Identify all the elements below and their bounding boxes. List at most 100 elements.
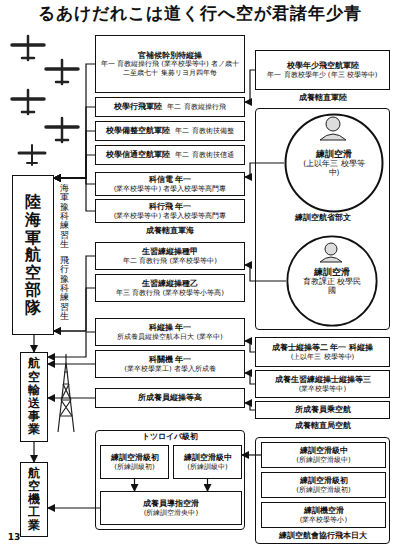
box-body: (上以年三 校學等中) bbox=[259, 353, 386, 361]
vertical-box-text: 航空機工業 bbox=[28, 467, 40, 533]
label-slot: 13 bbox=[4, 532, 24, 543]
vertical-label: 飛行豫科練習生 bbox=[60, 256, 69, 321]
group-frame: トツロイパ級初練訓空滑級初(所練訓級初)練訓空滑級中(所練訓級中)成養員導指空滑… bbox=[95, 430, 245, 530]
circle-heading: 練訓空滑 bbox=[316, 149, 352, 160]
group-label: 成養轄直局空航 bbox=[255, 421, 390, 431]
school-box: 生習練縦操種甲年二 育教行飛 (業卒校學等中) bbox=[95, 242, 245, 270]
school-box: 校學行飛軍陸年二 育教縦操行飛 bbox=[95, 97, 245, 117]
box-body: 年一 育教縦操行飛 (業卒校學等中) 者ノ歳十二至歳七十 集募リヨ月四年每 bbox=[99, 60, 241, 77]
school-box: 科縦操 年一所成養員縦操空航本日大 (業卒中) bbox=[95, 318, 245, 346]
connector-arrow bbox=[48, 507, 100, 508]
destination-box: 陸海軍航空部隊 bbox=[12, 175, 54, 335]
circle-heading: 練訓空滑 bbox=[314, 267, 350, 278]
school-box: 所成養員縦操等高 bbox=[95, 388, 245, 408]
school-box: 所成養員乘空航 bbox=[255, 401, 390, 419]
school-box: 科行飛 年一(業卒校學等中) 者學入校學等高門專 bbox=[95, 199, 245, 223]
box-body: 年二 育教縦操行飛 bbox=[167, 103, 225, 111]
school-box: 官補候幹別特縦操年一 育教縦操行飛 (業卒校學等中) 者ノ歳十二至歳七十 集募リ… bbox=[95, 35, 245, 93]
frame-heading: 練訓空航會協行飛本日大 bbox=[256, 531, 389, 541]
box-heading: 成養員導指空滑 bbox=[104, 499, 238, 509]
school-box: 練訓空滑級中(所練訓級中) bbox=[173, 445, 242, 479]
school-box: 練訓空滑級中(所練訓空滑級中) bbox=[261, 442, 386, 468]
box-heading: 校學年少飛空航軍陸 bbox=[259, 61, 386, 71]
connector-arrow bbox=[134, 479, 135, 491]
connector-arrow bbox=[48, 332, 95, 357]
connector-arrow bbox=[245, 70, 255, 102]
destination-box: 航空輸送事業 bbox=[20, 352, 48, 442]
box-body: (所練訓級中) bbox=[177, 463, 238, 471]
connector-arrow bbox=[54, 64, 95, 178]
box-heading: 成養士縦操等二 年一 科縦操 bbox=[259, 343, 386, 353]
box-body: (業卒校學業工) 者學入所成養 bbox=[99, 365, 241, 373]
connector-arrow bbox=[48, 397, 95, 398]
connector-arrow bbox=[33, 335, 34, 352]
box-body: (所練訓空滑級中) bbox=[265, 456, 382, 464]
box-heading: 成養生習練縦操士縦操等三 bbox=[259, 375, 386, 385]
box-heading: 科信電 年一 bbox=[99, 175, 241, 185]
box-heading: 校學行飛軍陸 bbox=[114, 102, 162, 112]
box-body: 年二 育教行飛 (業卒校學等中) bbox=[99, 257, 241, 265]
box-heading: 練訓空滑級中 bbox=[177, 453, 238, 463]
school-box: 生習練縦操種乙年三 育教行飛 (業卒校學等小等高) bbox=[95, 274, 245, 302]
box-heading: 練訓空滑級初 bbox=[104, 453, 165, 463]
connector-arrow bbox=[54, 107, 95, 178]
box-heading: 練訓空滑級初 bbox=[265, 476, 382, 486]
connector-arrow bbox=[245, 265, 286, 281]
school-box: 練訓空滑級初(所練訓級初) bbox=[100, 445, 169, 479]
label-slot: 海軍豫科練習生 bbox=[60, 184, 70, 249]
box-body: 年二 育教術技信通 bbox=[175, 151, 233, 159]
box-body: (業卒校學等中) 者學入校學等高門專 bbox=[99, 212, 241, 220]
box-body: (所練訓級初) bbox=[104, 463, 165, 471]
box-heading: 科關機 年一 bbox=[99, 355, 241, 365]
box-heading: 生習練縦操種甲 bbox=[99, 247, 241, 257]
vertical-box-text: 航空輸送事業 bbox=[28, 357, 40, 436]
box-body: 所成養員縦操空航本日大 (業卒中) bbox=[99, 333, 241, 341]
school-box: 科關機 年一(業卒校學業工) 者學入所成養 bbox=[95, 350, 245, 378]
box-heading: 科縦操 年一 bbox=[99, 323, 241, 333]
group-frame: 練訓空航會協行飛本日大 練訓空滑級中(所練訓空滑級中) 練訓空滑級初(所練訓空滑級初… bbox=[255, 437, 390, 544]
connector-arrow bbox=[54, 131, 95, 178]
box-body: (所練訓空滑級初) bbox=[265, 486, 382, 494]
box-body: 年一 育教校學年少 (年三 校學等中) bbox=[259, 71, 386, 79]
box-body: 年二 育教術技備整 bbox=[175, 127, 233, 135]
school-box: 校學信通空航軍陸年二 育教術技信通 bbox=[95, 145, 245, 165]
connector-arrow bbox=[207, 479, 208, 491]
box-heading: 校學備整空航軍陸 bbox=[106, 126, 170, 136]
vertical-box-text: 陸海軍航空部隊 bbox=[25, 193, 41, 316]
circle-body: (上以年三 校學等中) bbox=[298, 159, 370, 177]
school-box: 練訓空滑級初(所練訓空滑級初) bbox=[261, 472, 386, 498]
box-heading: 校學信通空航軍陸 bbox=[106, 150, 170, 160]
box-heading: 所成養員乘空航 bbox=[295, 405, 351, 415]
circle-body: 育教課正 校學民國 bbox=[300, 277, 364, 295]
connector-arrow bbox=[54, 155, 95, 178]
training-circle: 練訓空滑(上以年三 校學等中) bbox=[284, 113, 384, 213]
vertical-label: 海軍豫科練習生 bbox=[60, 184, 69, 249]
school-box: 校學年少飛空航軍陸年一 育教校學年少 (年三 校學等中) bbox=[255, 50, 390, 90]
connector-arrow bbox=[245, 373, 255, 384]
connector-arrow bbox=[54, 256, 95, 331]
box-body: (業卒校學等中) bbox=[259, 385, 386, 393]
connector-arrow bbox=[245, 341, 255, 352]
group-label: 成養轄直軍陸 bbox=[255, 93, 390, 103]
pilot-portrait bbox=[320, 117, 346, 262]
box-body: (業卒校學等小) bbox=[265, 516, 382, 524]
connector-arrow bbox=[245, 163, 284, 177]
connector-arrow bbox=[245, 403, 255, 410]
destination-box: 航空機工業 bbox=[20, 462, 48, 537]
school-box: 成養生習練縦操士縦操等三(業卒校學等中) bbox=[255, 370, 390, 398]
group-label: 成養轄直軍海 bbox=[95, 226, 245, 236]
school-box: 成養士縦操等二 年一 科縦操(上以年三 校學等中) bbox=[255, 337, 390, 367]
airplane-drawing bbox=[12, 36, 78, 165]
title-slot: るあけだれこは道く行へ空が君諸年少青 bbox=[0, 3, 400, 23]
frame-heading: トツロイパ級初 bbox=[96, 432, 244, 442]
connector-arrow bbox=[33, 442, 34, 462]
label-slot: 成養轄直軍海 bbox=[95, 226, 245, 236]
group-frame: 練訓空航省部文練訓空滑(上以年三 校學等中)練訓空滑育教課正 校學民國 bbox=[255, 108, 390, 330]
school-box: 校學備整空航軍陸年二 育教術技備整 bbox=[95, 121, 245, 141]
connector-arrow bbox=[48, 363, 95, 364]
school-box: 練訓機空滑(業卒校學等小) bbox=[261, 502, 386, 528]
label-slot: 成養轄直軍陸 bbox=[255, 93, 390, 103]
training-circle: 練訓空滑育教課正 校學民國 bbox=[286, 235, 378, 327]
label-slot: 飛行豫科練習生 bbox=[60, 256, 70, 321]
